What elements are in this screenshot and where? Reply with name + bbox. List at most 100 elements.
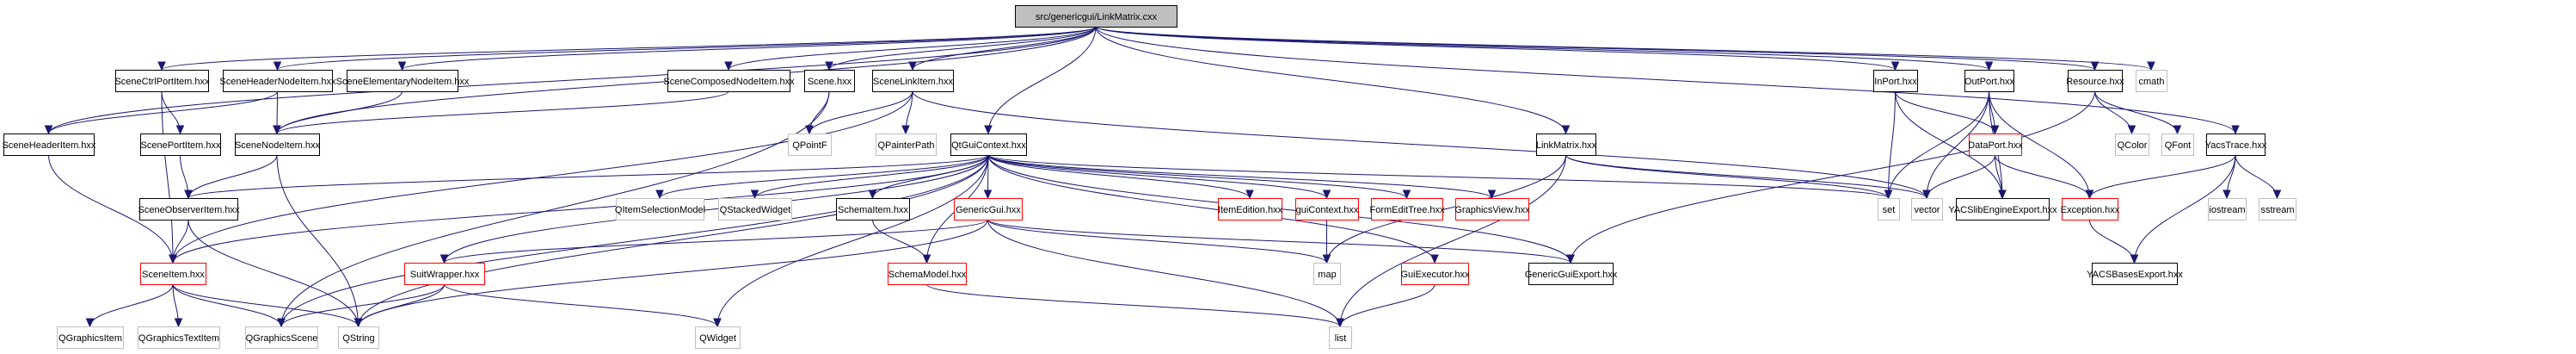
arrowhead-icon <box>1984 61 1994 71</box>
node-scene-item[interactable]: SceneItem.hxx <box>140 263 206 285</box>
node-box <box>667 70 790 92</box>
node-label: Resource.hxx <box>2066 77 2124 87</box>
arrowhead-icon <box>157 61 166 71</box>
node-in-port[interactable]: InPort.hxx <box>1873 70 1918 92</box>
node-form-edit-tree[interactable]: FormEditTree.hxx <box>1369 198 1445 220</box>
node-link-matrix-hxx[interactable]: LinkMatrix.hxx <box>1536 134 1597 156</box>
edge-scene-ctrl-port-item-to-scene-port-item <box>161 90 185 135</box>
node-exception[interactable]: Exception.hxx <box>2061 198 2120 220</box>
node-yacsbases-export[interactable]: YACSBasesExport.hxx <box>2087 263 2183 285</box>
node-box <box>718 198 792 220</box>
arrowhead-icon <box>805 125 814 135</box>
arrowhead-icon <box>1891 61 1900 71</box>
edge-line <box>444 219 988 264</box>
edge-qt-gui-context-to-schema-item <box>868 154 989 200</box>
node-out-port[interactable]: OutPort.hxx <box>1964 70 2015 92</box>
node-label: SceneHeaderItem.hxx <box>3 140 96 151</box>
edge-line <box>872 154 989 199</box>
arrowhead-icon <box>440 254 449 264</box>
node-scene[interactable]: Scene.hxx <box>804 70 855 92</box>
edge-line <box>48 90 278 134</box>
node-qgraphics-text-item: QGraphicsTextItem <box>138 326 220 349</box>
edge-qt-gui-context-to-gui-context <box>987 154 1331 200</box>
node-box <box>950 134 1027 156</box>
edge-resource-to-generic-gui-export <box>1566 90 2095 264</box>
node-label: ItemEdition.hxx <box>1218 205 1283 215</box>
edge-schema-item-to-schema-model <box>872 219 931 264</box>
arrowhead-icon <box>1566 254 1575 264</box>
edge-line <box>987 154 1407 199</box>
edge-scene-item-to-qgraphics-item <box>85 283 174 328</box>
arrowhead-icon <box>1561 125 1571 135</box>
node-cmath: cmath <box>2136 70 2167 92</box>
arrowhead-icon <box>273 61 282 71</box>
edge-line <box>1095 26 1989 71</box>
edge-root-to-cmath <box>1095 26 2155 71</box>
edge-yacs-trace-to-sstream <box>2235 154 2282 200</box>
node-graphics-view[interactable]: GraphicsView.hxx <box>1454 198 1530 220</box>
node-yacs-trace[interactable]: YacsTrace.hxx <box>2205 134 2267 156</box>
edge-line <box>808 90 913 134</box>
node-label: map <box>1318 270 1336 280</box>
node-root[interactable]: src/genericgui/LinkMatrix.cxx <box>1015 5 1177 28</box>
edge-line <box>987 154 1327 199</box>
edge-line <box>1888 90 1896 199</box>
node-label: YACSBasesExport.hxx <box>2087 270 2183 280</box>
node-box <box>1401 263 1469 285</box>
node-label: YACSlibEngineExport.hxx <box>1948 205 2057 215</box>
node-schema-item[interactable]: SchemaItem.hxx <box>836 198 910 220</box>
arrowhead-icon <box>44 125 53 135</box>
arrowhead-icon <box>1990 125 2000 135</box>
arrowhead-icon <box>1402 189 1411 200</box>
edge-line <box>828 26 1097 71</box>
node-item-edition[interactable]: ItemEdition.hxx <box>1218 198 1283 220</box>
node-generic-gui-export[interactable]: GenericGuiExport.hxx <box>1525 263 1618 285</box>
edge-qt-gui-context-to-graphics-view <box>987 154 1497 200</box>
arrowhead-icon <box>1487 189 1497 200</box>
node-yacslib-engine-export[interactable]: YACSlibEngineExport.hxx <box>1948 198 2057 220</box>
node-scene-elementary-node-item[interactable]: SceneElementaryNodeItem.hxx <box>336 70 470 92</box>
node-label: guiContext.hxx <box>1296 205 1359 215</box>
node-scene-header-item[interactable]: SceneHeaderItem.hxx <box>3 134 96 156</box>
node-box <box>836 198 910 220</box>
node-label: QGraphicsScene <box>246 333 318 344</box>
node-list: list <box>1329 326 1352 349</box>
node-data-port[interactable]: DataPort.hxx <box>1968 134 2023 156</box>
node-box <box>1313 263 1341 285</box>
edge-root-to-link-matrix-hxx <box>1095 26 1571 135</box>
edge-line <box>872 219 927 264</box>
edge-qt-gui-context-to-qwidget <box>713 154 989 328</box>
node-resource[interactable]: Resource.hxx <box>2066 70 2124 92</box>
edge-line <box>926 283 1341 327</box>
arrowhead-icon <box>169 254 177 264</box>
edge-qt-gui-context-to-gui-executor <box>987 154 1439 264</box>
node-scene-port-item[interactable]: ScenePortItem.hxx <box>140 134 221 156</box>
edge-line <box>1326 154 1566 264</box>
node-label: iostream <box>2209 205 2245 215</box>
node-qt-gui-context[interactable]: QtGuiContext.hxx <box>950 134 1027 156</box>
node-box <box>140 134 221 156</box>
node-generic-gui[interactable]: GenericGui.hxx <box>954 198 1023 220</box>
arrowhead-icon <box>2130 254 2139 264</box>
edge-line <box>987 154 1492 199</box>
node-scene-node-item[interactable]: SceneNodeItem.hxx <box>235 134 321 156</box>
node-suit-wrapper[interactable]: SuitWrapper.hxx <box>404 263 485 285</box>
node-scene-link-item[interactable]: SceneLinkItem.hxx <box>872 70 954 92</box>
node-scene-ctrl-port-item[interactable]: SceneCtrlPortItem.hxx <box>114 70 210 92</box>
edge-qt-gui-context-to-qstacked-widget <box>750 154 989 200</box>
node-label: SceneNodeItem.hxx <box>235 140 321 151</box>
node-label: QFont <box>2165 140 2192 151</box>
edge-line <box>2134 154 2236 264</box>
node-gui-context[interactable]: guiContext.hxx <box>1295 198 1359 220</box>
node-box <box>1956 198 2050 220</box>
edge-data-port-to-vector <box>1922 154 1995 200</box>
edge-line <box>987 154 1251 199</box>
node-scene-observer-item[interactable]: SceneObserverItem.hxx <box>138 198 240 220</box>
edge-line <box>2094 90 2178 134</box>
node-scene-header-node-item[interactable]: SceneHeaderNodeItem.hxx <box>219 70 336 92</box>
node-schema-model[interactable]: SchemaModel.hxx <box>888 263 967 285</box>
arrowhead-icon <box>2127 125 2136 135</box>
node-gui-executor[interactable]: GuiExecutor.hxx <box>1400 263 1470 285</box>
node-scene-composed-node-item[interactable]: SceneComposedNodeItem.hxx <box>663 70 795 92</box>
node-qcolor: QColor <box>2115 134 2149 156</box>
